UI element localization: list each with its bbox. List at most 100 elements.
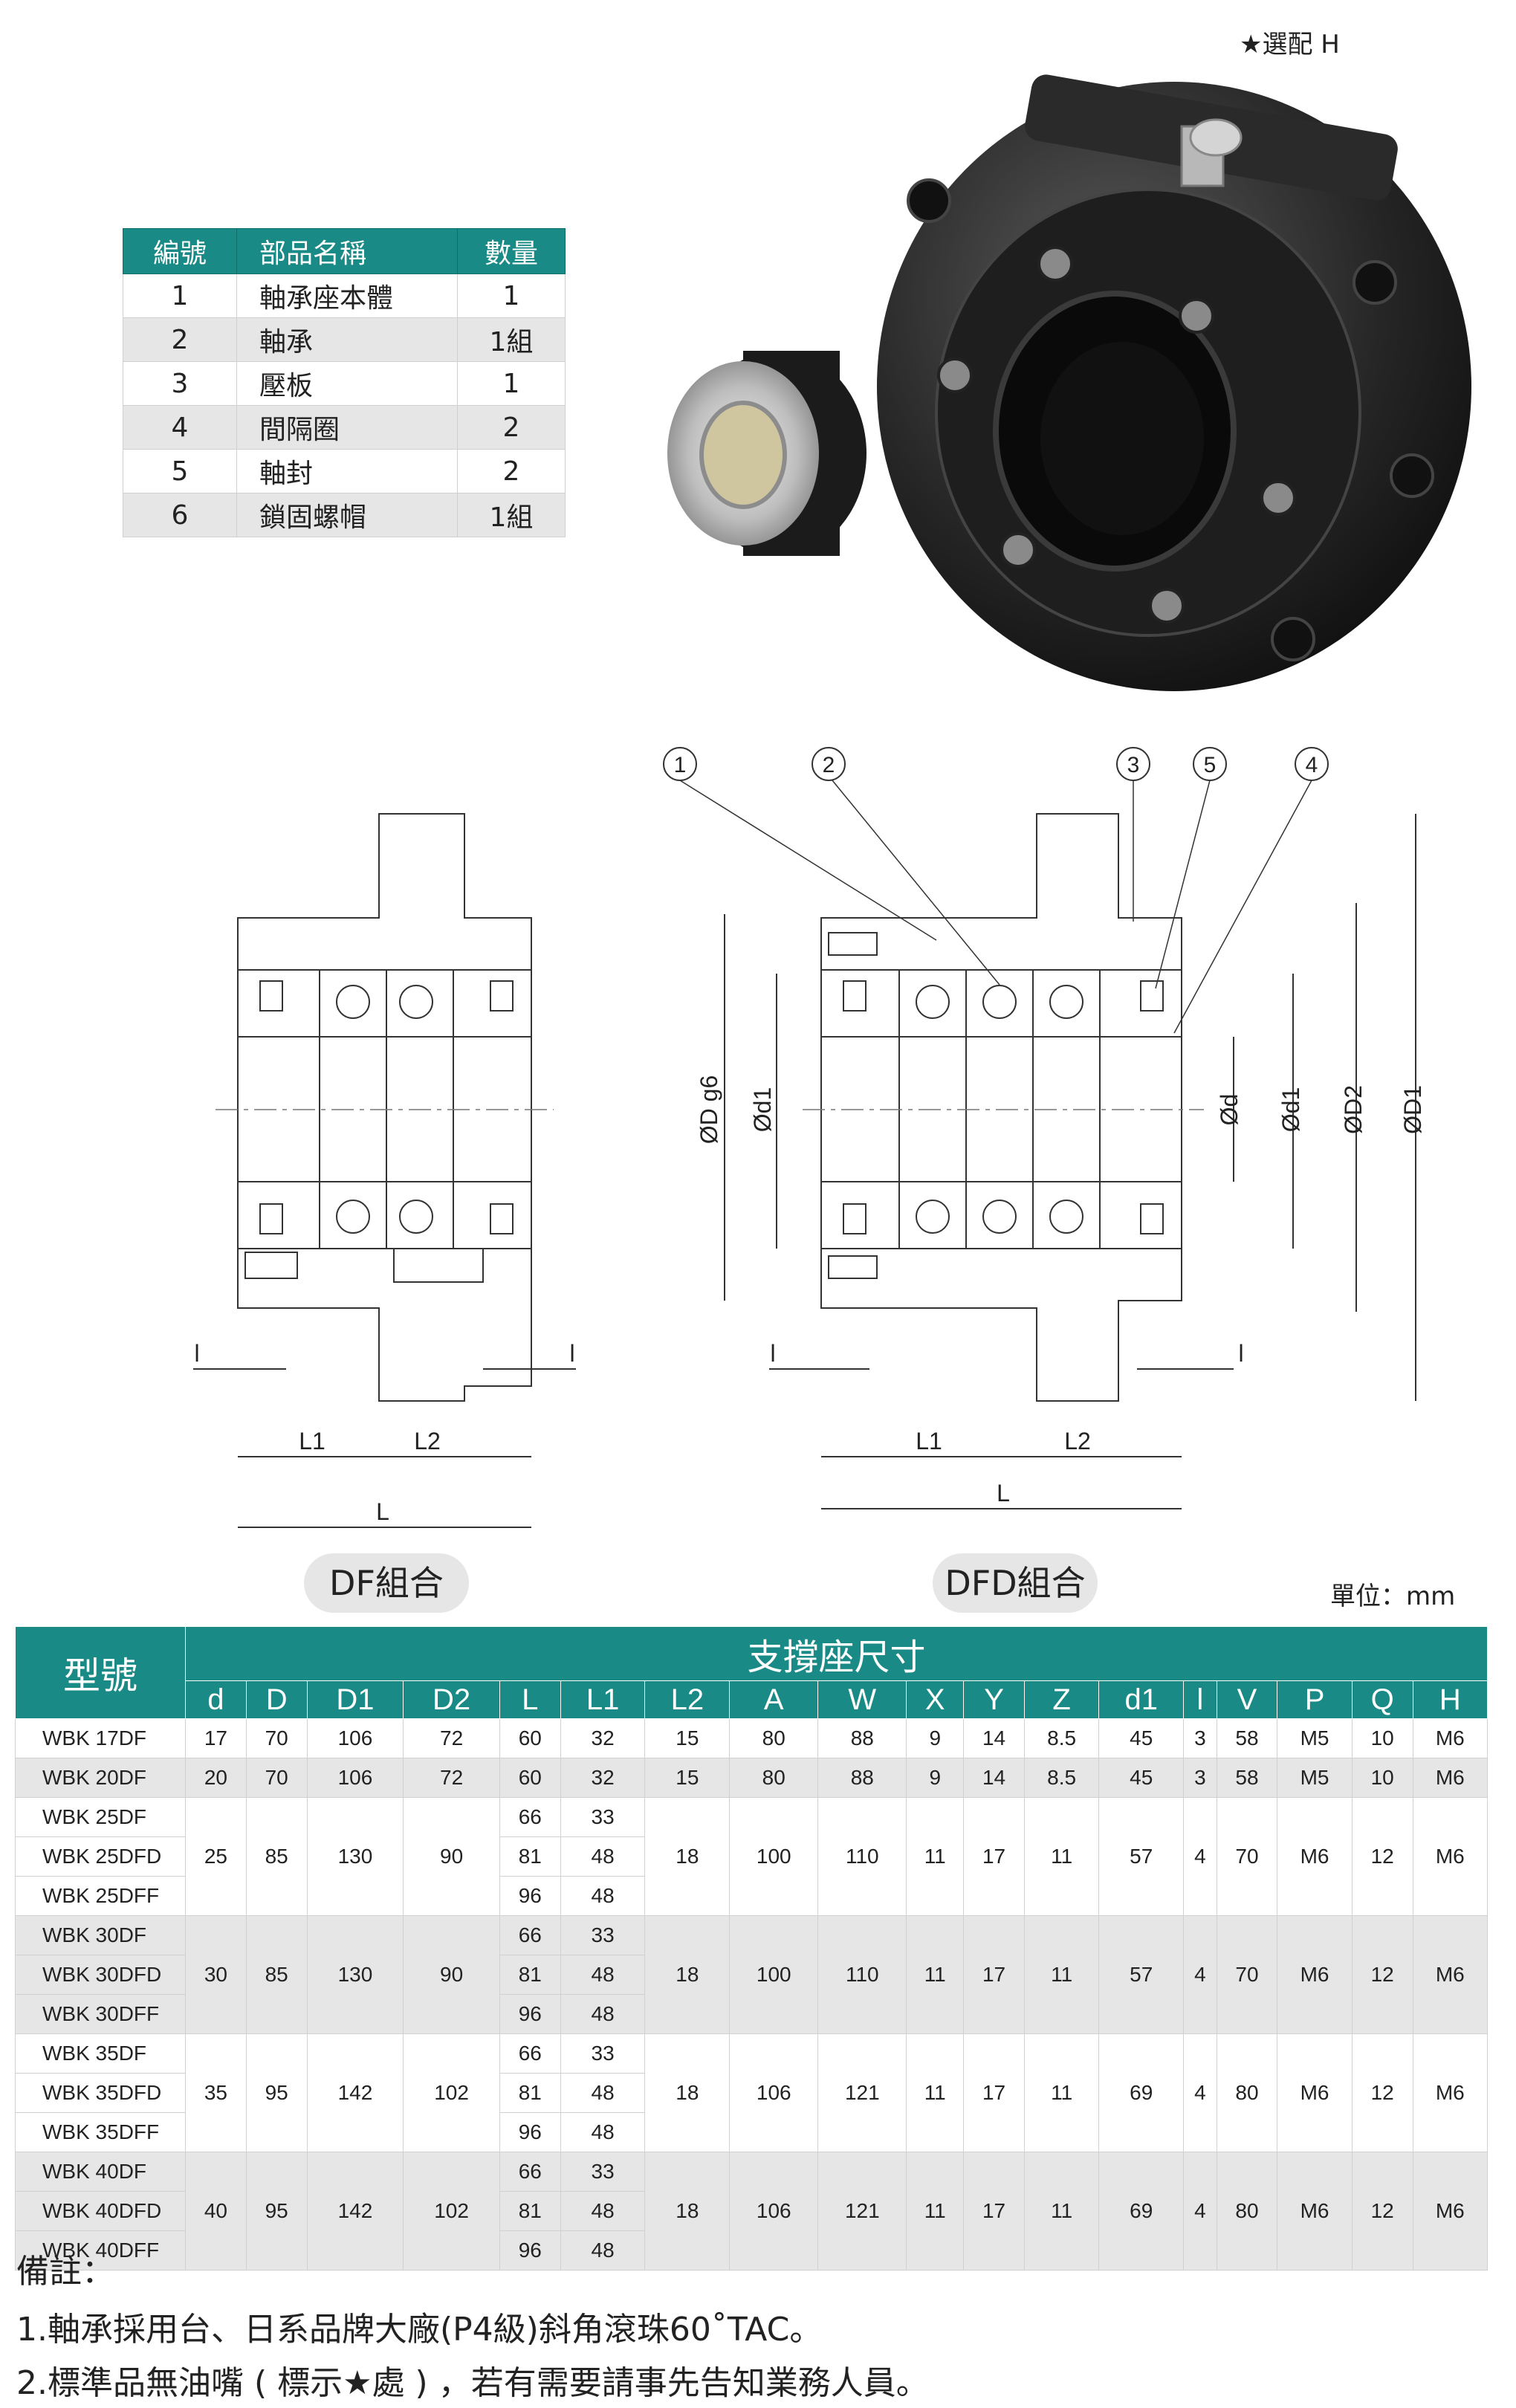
callout-2 <box>812 747 846 781</box>
spec-value-cell: M6 <box>1277 2152 1353 2271</box>
spec-value-cell: 80 <box>729 1758 819 1798</box>
dfd-L2-label: L2 <box>1064 1428 1091 1454</box>
spec-col-header: D1 <box>306 1680 404 1719</box>
spec-value-cell: 11 <box>1023 2033 1100 2152</box>
spec-value-cell: 102 <box>403 2033 500 2152</box>
spec-value-cell: 88 <box>817 1758 907 1798</box>
spec-value-cell: 70 <box>1216 1915 1278 2034</box>
spec-value-cell: 48 <box>560 2191 646 2231</box>
spec-value-cell: 106 <box>729 2033 819 2152</box>
spec-value-cell: 33 <box>560 2033 646 2074</box>
part-qty: 1 <box>457 361 566 406</box>
spec-value-cell: 11 <box>906 2033 965 2152</box>
part-qty: 1組 <box>457 493 566 537</box>
part-name: 軸封 <box>236 449 458 493</box>
callout-4-label: 4 <box>1306 753 1318 777</box>
dim-D1-label: ØD1 <box>1399 1085 1426 1134</box>
spec-model-cell: WBK 25DFF <box>15 1876 186 1916</box>
spec-value-cell: M6 <box>1277 1797 1353 1916</box>
spec-value-cell: 11 <box>906 1915 965 2034</box>
spec-col-header: l <box>1183 1680 1217 1719</box>
spec-value-cell: 106 <box>306 1718 404 1758</box>
spec-value-cell: M6 <box>1277 1915 1353 2034</box>
spec-value-cell: 57 <box>1098 1915 1185 2034</box>
spec-value-cell: 33 <box>560 1915 646 1955</box>
spec-value-cell: 60 <box>499 1718 561 1758</box>
spec-header-model: 型號 <box>15 1626 186 1719</box>
spec-value-cell: 70 <box>245 1718 308 1758</box>
spec-value-cell: 100 <box>729 1915 819 2034</box>
spec-value-cell: 110 <box>817 1915 907 2034</box>
df-l-right-label: l <box>569 1340 574 1367</box>
spec-col-header: H <box>1412 1680 1489 1719</box>
spec-col-header: Z <box>1023 1680 1100 1719</box>
part-no: 5 <box>123 449 237 493</box>
spec-value-cell: 66 <box>499 2033 561 2074</box>
spec-col-header: A <box>729 1680 819 1719</box>
spec-value-cell: 8.5 <box>1023 1718 1100 1758</box>
spec-value-cell: 66 <box>499 1797 561 1837</box>
spec-column-header-row: d D D1 D2 L L1 L2 A W X Y Z d1 l V P Q H <box>16 1680 1489 1719</box>
spec-model-cell: WBK 30DFD <box>15 1955 186 1995</box>
spec-col-header: d1 <box>1098 1680 1185 1719</box>
parts-header-row: 編號 部品名稱 數量 <box>123 228 566 274</box>
spec-value-cell: 69 <box>1098 2033 1185 2152</box>
spec-value-cell: 15 <box>644 1718 731 1758</box>
spec-value-cell: 4 <box>1183 2152 1217 2271</box>
df-l-left-label: l <box>194 1340 199 1367</box>
callout-4 <box>1295 747 1329 781</box>
spec-col-header: D <box>245 1680 308 1719</box>
spec-value-cell: 121 <box>817 2033 907 2152</box>
parts-header-name: 部品名稱 <box>236 228 458 274</box>
spec-col-header: Y <box>963 1680 1025 1719</box>
spec-value-cell: 18 <box>644 2152 731 2271</box>
spec-value-cell: 58 <box>1216 1758 1278 1798</box>
dim-D2-label: ØD2 <box>1340 1085 1367 1134</box>
spec-value-cell: 57 <box>1098 1797 1185 1916</box>
spec-model-cell: WBK 25DF <box>15 1797 186 1837</box>
spec-model-cell: WBK 25DFD <box>15 1836 186 1877</box>
spec-value-cell: 48 <box>560 1876 646 1916</box>
spec-value-cell: 33 <box>560 1797 646 1837</box>
spec-value-cell: 10 <box>1351 1718 1413 1758</box>
note-item: 1.軸承採用台、日系品牌大廠(P4級)斜角滾珠60˚TAC。 <box>16 2311 823 2349</box>
spec-value-cell: 48 <box>560 2112 646 2152</box>
spec-value-cell: 12 <box>1351 2152 1413 2271</box>
spec-value-cell: 25 <box>185 1797 247 1916</box>
part-qty: 1組 <box>457 317 566 362</box>
spec-value-cell: 81 <box>499 2191 561 2231</box>
spec-value-cell: 17 <box>963 2152 1025 2271</box>
part-qty: 2 <box>457 405 566 450</box>
spec-model-cell: WBK 40DFD <box>15 2191 186 2231</box>
spec-value-cell: M6 <box>1412 1797 1489 1916</box>
callout-2-label: 2 <box>823 753 835 777</box>
spec-value-cell: 9 <box>906 1718 965 1758</box>
spec-value-cell: 48 <box>560 2230 646 2271</box>
spec-value-cell: 81 <box>499 1955 561 1995</box>
spec-value-cell: 12 <box>1351 1915 1413 2034</box>
spec-value-cell: 142 <box>306 2033 404 2152</box>
df-L-label: L <box>376 1498 389 1525</box>
spec-col-header: P <box>1277 1680 1353 1719</box>
spec-value-cell: 30 <box>185 1915 247 2034</box>
option-label: ★選配 H <box>1240 30 1340 59</box>
spec-model-cell: WBK 30DF <box>15 1915 186 1955</box>
spec-value-cell: 11 <box>1023 2152 1100 2271</box>
spec-col-header: L1 <box>560 1680 646 1719</box>
spec-value-cell: 70 <box>245 1758 308 1798</box>
spec-group-header-row: 型號 支撐座尺寸 <box>15 1626 1488 1719</box>
spec-value-cell: 11 <box>906 1797 965 1916</box>
spec-value-cell: M6 <box>1412 2152 1489 2271</box>
spec-value-cell: 72 <box>403 1718 500 1758</box>
note-item: 2.標準品無油嘴 ( 標示★處 ) ，若有需要請事先告知業務人員。 <box>16 2364 929 2402</box>
callout-3-label: 3 <box>1127 753 1140 777</box>
